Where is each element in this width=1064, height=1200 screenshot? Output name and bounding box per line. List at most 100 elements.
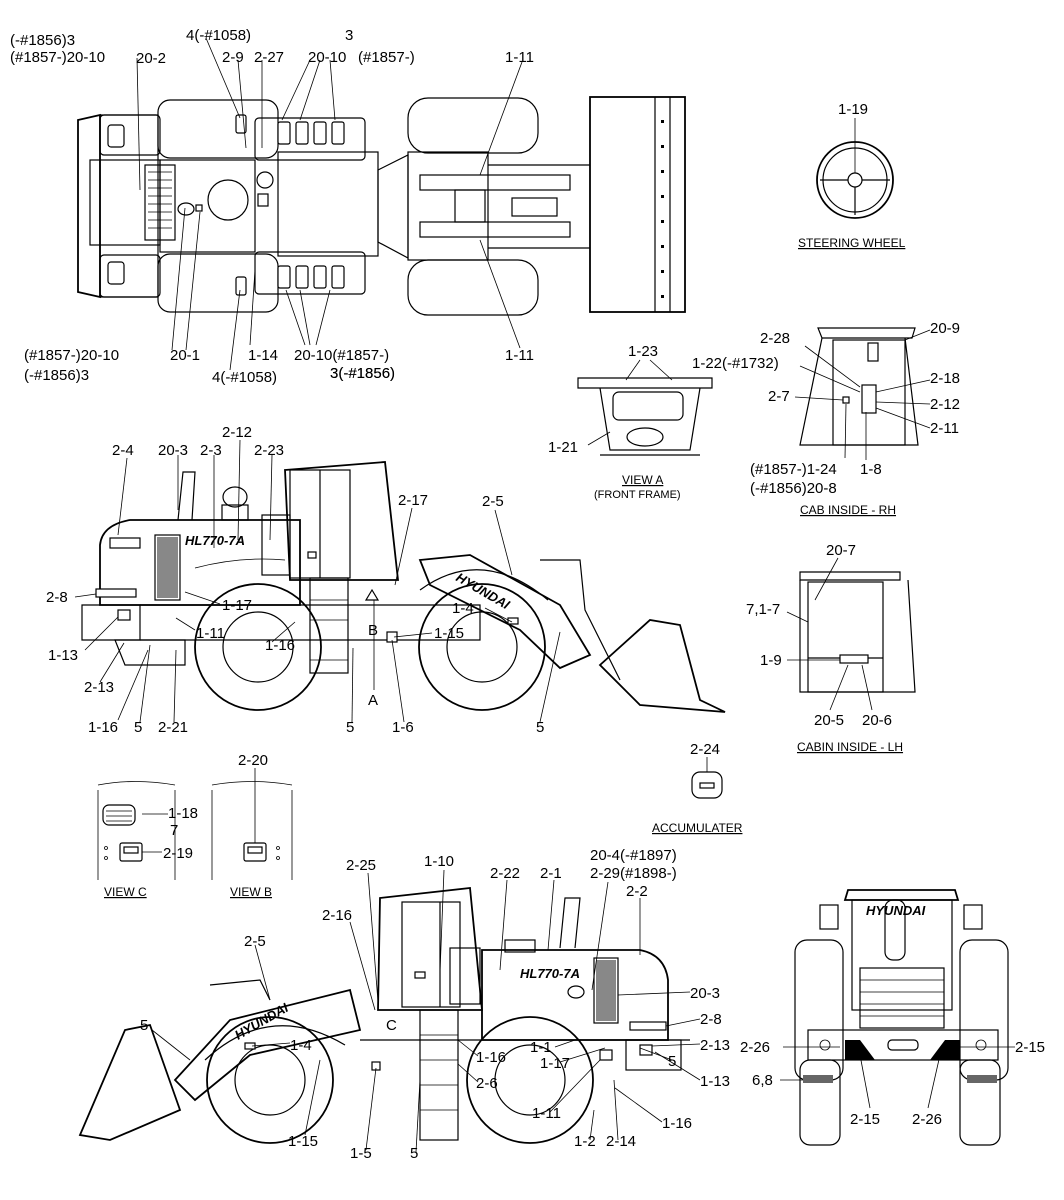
callout-t88: 2-14 xyxy=(606,1133,636,1150)
callout-t85: 1-5 xyxy=(350,1145,372,1162)
callout-t36: 2-17 xyxy=(398,492,428,509)
callout-t21: 2-28 xyxy=(760,330,790,347)
callout-t53: 7,1-7 xyxy=(746,601,780,618)
callout-t67: 2-1 xyxy=(540,865,562,882)
callout-t40: 1-4 xyxy=(452,600,474,617)
callout-t77: 1-16 xyxy=(476,1049,506,1066)
accum-caption: ACCUMULATER xyxy=(652,821,743,835)
callout-t48: 2-21 xyxy=(158,719,188,736)
callout-t5: 2-9 xyxy=(222,49,244,66)
callout-t75: 1-1 xyxy=(530,1039,552,1056)
cab-rh-caption: CAB INSIDE - RH xyxy=(800,503,896,517)
callout-t27: 1-21 xyxy=(548,439,578,456)
steering-caption: STEERING WHEEL xyxy=(798,236,906,250)
callout-t35: 2-23 xyxy=(254,442,284,459)
callout-t60: 7 xyxy=(170,822,178,839)
callout-t22: 20-9 xyxy=(930,320,960,337)
callout-t91: 6,8 xyxy=(752,1072,773,1089)
callout-t89: 2-26 xyxy=(740,1039,770,1056)
callout-t8: 20-10 xyxy=(308,49,346,66)
callout-t66: 2-22 xyxy=(490,865,520,882)
callout-t15: 4(-#1058) xyxy=(212,369,277,386)
callout-t1: (-#1856)3 xyxy=(10,32,75,49)
callout-t37: 2-5 xyxy=(482,493,504,510)
callout-t46: 1-16 xyxy=(88,719,118,736)
callout-t49: 5 xyxy=(346,719,354,736)
callout-t4: 4(-#1058) xyxy=(186,27,251,44)
callout-t80: 5 xyxy=(668,1053,676,1070)
callout-t42: 1-16 xyxy=(265,637,295,654)
callout-t25: 2-12 xyxy=(930,396,960,413)
callout-t23: 2-18 xyxy=(930,370,960,387)
accumulater-view: 2-24 ACCUMULATER xyxy=(652,741,743,835)
callout-t12: (-#1856)3 xyxy=(24,367,89,384)
callout-t83: 1-16 xyxy=(662,1115,692,1132)
callout-t55: 20-5 xyxy=(814,712,844,729)
callout-t79: 2-6 xyxy=(476,1075,498,1092)
callout-t73: 5 xyxy=(140,1017,148,1034)
side-view-left: HL770-7A HYUNDAI B A xyxy=(46,424,726,736)
view-a-sub: (FRONT FRAME) xyxy=(594,489,681,501)
model-label-left: HL770-7A xyxy=(185,533,245,548)
callout-t3: 20-2 xyxy=(136,50,166,67)
callout-t63: 2-29(#1898-) xyxy=(590,865,677,882)
callout-t72: 2-8 xyxy=(700,1011,722,1028)
steering-wheel-view: 1-19 STEERING WHEEL xyxy=(798,101,906,250)
section-a: A xyxy=(368,692,378,709)
callout-t7: 3 xyxy=(345,27,353,44)
callout-t71: 20-3 xyxy=(690,985,720,1002)
view-a-caption: VIEW A xyxy=(622,473,663,487)
callout-t30: (-#1856)20-8 xyxy=(750,480,837,497)
view-a: 1-23 1-21 VIEW A (FRONT FRAME) xyxy=(548,343,713,501)
callout-t34: 2-12 xyxy=(222,424,252,441)
model-label-right: HL770-7A xyxy=(520,966,580,981)
callout-t28: (#1857-)1-24 xyxy=(750,461,837,478)
callout-t43: 1-15 xyxy=(434,625,464,642)
callout-t13: 20-1 xyxy=(170,347,200,364)
rear-view: HYUNDAI 2-26 2-15 6,8 2-15 2-26 xyxy=(740,889,1045,1146)
callout-t84: 1-15 xyxy=(288,1133,318,1150)
callout-t56: 20-6 xyxy=(862,712,892,729)
callout-t69: 2-16 xyxy=(322,907,352,924)
callout-t19: 1-23 xyxy=(628,343,658,360)
callout-t58: 2-24 xyxy=(690,741,720,758)
callout-t2: (#1857-)20-10 xyxy=(10,49,105,66)
callout-t20: 1-22(-#1732) xyxy=(692,355,779,372)
maker-label-right: HYUNDAI xyxy=(232,1000,291,1043)
top-view: (-#1856)3 (#1857-)20-10 20-2 4(-#1058) 2… xyxy=(10,27,686,386)
callout-t26: 2-11 xyxy=(930,420,959,437)
view-b: 2-20 VIEW B xyxy=(211,752,293,899)
callout-t57: 2-20 xyxy=(238,752,268,769)
callout-t64: 1-10 xyxy=(424,853,454,870)
callout-t68: 2-2 xyxy=(626,883,648,900)
callout-t10: 1-19 xyxy=(838,101,868,118)
callout-t76: 2-13 xyxy=(700,1037,730,1054)
callout-t50: 1-6 xyxy=(392,719,414,736)
view-c-caption: VIEW C xyxy=(104,885,147,899)
view-c: 1-18 7 2-19 VIEW C xyxy=(97,781,198,899)
callout-t86: 5 xyxy=(410,1145,418,1162)
callout-t17: 3(-#1856) xyxy=(330,365,395,382)
view-b-caption: VIEW B xyxy=(230,885,272,899)
callout-t81: 1-13 xyxy=(700,1073,730,1090)
callout-t70: 2-5 xyxy=(244,933,266,950)
callout-t32: 20-3 xyxy=(158,442,188,459)
callout-t39: 1-17 xyxy=(222,597,252,614)
callout-t87: 1-2 xyxy=(574,1133,596,1150)
callout-t24: 2-7 xyxy=(768,388,790,405)
callout-t65: 2-25 xyxy=(346,857,376,874)
callout-t51: 5 xyxy=(536,719,544,736)
callout-t41: 1-11 xyxy=(196,625,225,642)
callout-t11: (#1857-)20-10 xyxy=(24,347,119,364)
callout-t14: 1-14 xyxy=(248,347,278,364)
cab-lh-view: 20-7 7,1-7 1-9 20-5 20-6 CABIN INSIDE - … xyxy=(746,542,916,754)
section-b: B xyxy=(368,622,378,639)
cab-lh-caption: CABIN INSIDE - LH xyxy=(797,740,903,754)
callout-t9: 1-11 xyxy=(505,49,534,66)
callout-t18: 1-11 xyxy=(505,347,534,364)
callout-t92: 2-15 xyxy=(850,1111,880,1128)
callout-t6: 2-27 xyxy=(254,49,284,66)
callout-t29: 1-8 xyxy=(860,461,882,478)
callout-t82: 1-11 xyxy=(532,1105,561,1122)
callout-t59: 1-18 xyxy=(168,805,198,822)
